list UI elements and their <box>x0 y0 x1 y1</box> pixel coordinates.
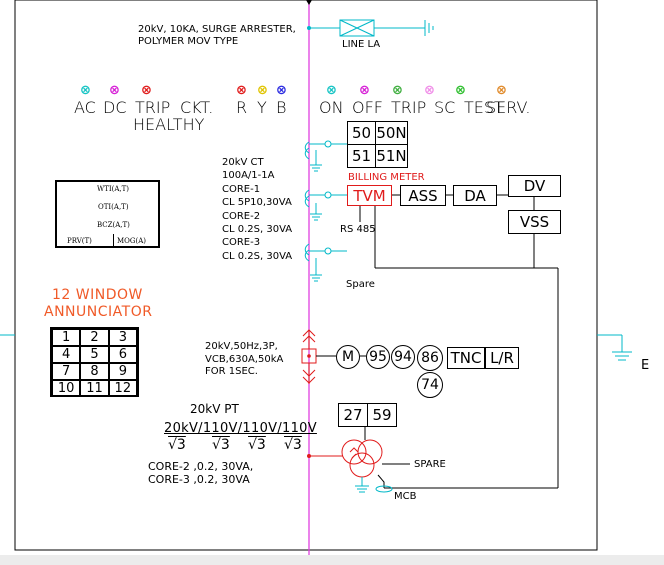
lamp-off-icon: ⊗ <box>359 83 370 98</box>
ass-meter: ASS <box>400 185 446 206</box>
ct-line-2: 100A/1-1A <box>222 170 275 181</box>
device-86: 86 <box>417 345 443 371</box>
lamp-trip2-icon: ⊗ <box>392 83 403 98</box>
phase-y-icon: ⊗ <box>257 83 268 98</box>
lamp-sc-label: SC <box>434 98 456 117</box>
lamp-dc-icon: ⊗ <box>109 83 120 98</box>
panel-divider <box>113 234 114 248</box>
tvm-meter: TVM <box>347 185 392 206</box>
vcb-line-1: 20kV,50Hz,3P, <box>205 341 278 352</box>
relay-27: 27 <box>338 403 368 427</box>
annunciator-window: 9 <box>108 363 137 380</box>
lamp-on-icon: ⊗ <box>326 83 337 98</box>
earth-symbol-right <box>612 351 632 361</box>
oti-label: OTI(A,T) <box>98 203 129 211</box>
bcz-label: BCZ(A,T) <box>97 221 130 229</box>
lamp-sc-icon: ⊗ <box>424 83 435 98</box>
prv-label: PRV(T) <box>67 237 92 245</box>
annunciator-window: 8 <box>80 363 109 380</box>
transformer-protection-panel: WTI(A,T) OTI(A,T) BCZ(A,T) PRV(T) MOG(A) <box>55 180 160 248</box>
footer-bar <box>0 555 664 565</box>
annunciator-window: 11 <box>80 380 109 397</box>
annunciator-title-1: 12 WINDOW <box>52 287 143 303</box>
lamp-dc-label: DC <box>103 98 127 117</box>
device-74: 74 <box>417 372 443 398</box>
annunciator-grid: 1 2 3 4 5 6 7 8 9 10 11 12 <box>50 327 139 397</box>
lamp-ac-icon: ⊗ <box>80 83 91 98</box>
vss-meter: VSS <box>508 210 561 234</box>
pt-sqrt-3: √3 <box>248 437 266 453</box>
device-95: 95 <box>366 345 390 369</box>
ct-line-1: 20kV CT <box>222 157 264 168</box>
pt-sqrt-4: √3 <box>284 437 302 453</box>
vcb-line-3: FOR 1SEC. <box>205 366 258 377</box>
lamp-off-label: OFF <box>352 98 383 117</box>
lamp-test-label: TEST <box>464 98 504 117</box>
lamp-trip-label: TRIP <box>135 98 171 117</box>
local-remote-switch: L/R <box>485 347 519 369</box>
annunciator-window: 3 <box>108 329 137 346</box>
relay-50: 50 <box>347 121 376 145</box>
ct-line-5: CORE-2 <box>222 211 261 222</box>
panel-border <box>14 0 598 551</box>
annunciator-window: 2 <box>80 329 109 346</box>
annunciator-window: 5 <box>80 346 109 363</box>
bus-top-arrow <box>306 0 312 5</box>
lamp-serv-icon: ⊗ <box>496 83 507 98</box>
phase-y-label: Y <box>257 98 267 117</box>
billing-meter-label: BILLING METER <box>348 172 425 183</box>
arrester-desc-1: 20kV, 10KA, SURGE ARRESTER, <box>138 24 296 35</box>
lamp-trip2-label: TRIP <box>391 98 427 117</box>
lamp-trip-icon: ⊗ <box>141 83 152 98</box>
phase-b-label: B <box>276 98 287 117</box>
device-94: 94 <box>391 345 415 369</box>
phase-r-label: R <box>236 98 248 117</box>
lamp-test-icon: ⊗ <box>455 83 466 98</box>
spare-ct-label: Spare <box>346 279 375 290</box>
relay-59: 59 <box>367 403 397 427</box>
phase-r-icon: ⊗ <box>236 83 247 98</box>
annunciator-window: 7 <box>52 363 81 380</box>
annunciator-title-2: ANNUNCIATOR <box>44 304 153 320</box>
tnc-switch: TNC <box>447 347 485 369</box>
device-m: M <box>336 345 360 369</box>
pt-core3: CORE-3 ,0.2, 30VA <box>148 473 250 486</box>
vcb-line-2: VCB,630A,50kA <box>205 354 284 365</box>
phase-b-icon: ⊗ <box>276 83 287 98</box>
mcb-label: MCB <box>394 491 417 502</box>
rs485-label: RS 485 <box>340 224 376 235</box>
ckt-label: CKT. <box>180 98 214 117</box>
pt-title: 20kV PT <box>190 402 239 416</box>
pt-core2: CORE-2 ,0.2, 30VA, <box>148 460 254 473</box>
lamp-ac-label: AC <box>74 98 96 117</box>
relay-51: 51 <box>347 144 376 168</box>
annunciator-window: 6 <box>108 346 137 363</box>
lamp-on-label: ON <box>319 98 344 117</box>
ct-line-7: CORE-3 <box>222 237 261 248</box>
ct-line-8: CL 0.2S, 30VA <box>222 251 293 262</box>
annunciator-window: 12 <box>108 380 137 397</box>
line-la-label: LINE LA <box>342 39 381 50</box>
relay-50n: 50N <box>375 121 408 145</box>
annunciator-window: 4 <box>52 346 81 363</box>
dv-meter: DV <box>508 175 561 197</box>
spare-pt-label: SPARE <box>414 459 446 470</box>
pt-sqrt-2: √3 <box>212 437 230 453</box>
lamp-serv-label: SERV. <box>486 98 531 117</box>
annunciator-window: 10 <box>52 380 81 397</box>
pt-sqrt-1: √3 <box>168 437 186 453</box>
ct-line-4: CL 5P10,30VA <box>222 197 292 208</box>
relay-51n: 51N <box>375 144 408 168</box>
pt-ratio: 20kV/110V/110V/110V <box>164 421 317 436</box>
ct-line-3: CORE-1 <box>222 184 261 195</box>
earth-label: E <box>641 358 650 373</box>
ct-line-6: CL 0.2S, 30VA <box>222 224 293 235</box>
da-meter: DA <box>453 185 497 206</box>
arrester-desc-2: POLYMER MOV TYPE <box>138 36 239 47</box>
healthy-label: HEALTHY <box>133 115 205 134</box>
wti-label: WTI(A,T) <box>97 185 130 193</box>
mog-label: MOG(A) <box>117 237 147 245</box>
annunciator-window: 1 <box>52 329 81 346</box>
